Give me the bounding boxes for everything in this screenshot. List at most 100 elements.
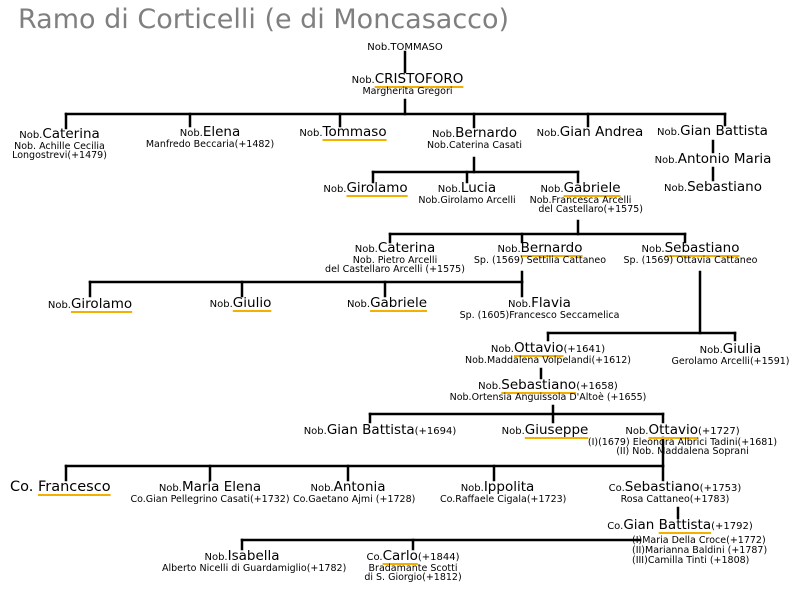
- person-giulio: Nob.Giulio: [193, 296, 288, 311]
- person-gian-battista-2: Nob.Gian Battista(+1694): [290, 423, 470, 438]
- person-gabriele-1: Nob.Gabriele Nob.Francesca Arcelli del C…: [518, 181, 643, 215]
- prefix: Nob.: [367, 42, 391, 53]
- name: Sebastiano: [624, 479, 700, 495]
- spouse: Gerolamo Arcelli(+1591): [671, 355, 790, 367]
- spouse-line-2: di S. Giorgio(+1812): [364, 572, 462, 584]
- spouse-line-2: Longostrevi(+1479): [12, 150, 107, 162]
- prefix: Nob.: [158, 483, 182, 494]
- spouse-line-1: (I)(1679) Eleonora Albrici Tadini(+1681): [587, 436, 778, 448]
- spouse-line-1: Nob. Pietro Arcelli: [352, 254, 438, 266]
- name: Antonia: [333, 479, 386, 495]
- spouse: Nob.Caterina Casati: [427, 139, 522, 151]
- name: Isabella: [227, 548, 280, 564]
- person-isabella: Nob.Isabella Alberto Nicelli di Guardami…: [162, 548, 346, 573]
- name: Elena: [202, 124, 241, 140]
- prefix: Nob.: [351, 75, 375, 86]
- person-sebastiano-1: Nob.Sebastiano: [653, 180, 773, 195]
- person-flavia: Nob.Flavia Sp. (1605)Francesco Seccameli…: [452, 296, 627, 320]
- person-giulia: Nob.Giulia Gerolamo Arcelli(+1591): [668, 342, 793, 366]
- name: Sebastiano: [664, 240, 740, 256]
- prefix: Nob.: [497, 244, 521, 255]
- name: Ippolita: [483, 479, 535, 495]
- name: Girolamo: [346, 180, 408, 196]
- prefix: Nob.: [303, 426, 327, 437]
- years: (+1658): [576, 381, 618, 392]
- spouse-line-2: (II) Nob. Maddalena Soprani: [616, 446, 749, 458]
- name: TOMMASO: [390, 42, 443, 53]
- prefix: Nob.: [641, 244, 665, 255]
- spouse-line-1: Bradamante Scotti: [368, 562, 458, 574]
- spouses-gian-battista-3: (I)Maria Della Croce(+1772) (II)Marianna…: [632, 536, 792, 566]
- years: (+1694): [414, 426, 457, 437]
- person-antonio-maria: Nob.Antonio Maria: [643, 152, 783, 167]
- spouse: Sp. (1569) Ottavia Cattaneo: [623, 254, 758, 266]
- prefix: Nob.: [657, 127, 681, 138]
- name: Giulia: [722, 341, 762, 357]
- person-ippolita: Nob.Ippolita Co.Raffaele Cigala(+1723): [440, 479, 567, 505]
- prefix: Co.: [366, 552, 383, 563]
- prefix: Nob.: [204, 552, 228, 563]
- person-caterina-2: Nob.Caterina Nob. Pietro Arcelli del Cas…: [315, 241, 475, 275]
- person-gabriele-2: Nob.Gabriele: [332, 296, 442, 311]
- spouse-line-2: del Castellaro(+1575): [538, 204, 643, 216]
- person-antonia: Nob.Antonia Co.Gaetano Ajmi (+1728): [293, 479, 416, 505]
- person-girolamo-1: Nob.Girolamo: [313, 181, 418, 196]
- spouse: Sp. (1569) Settilia Cattaneo: [473, 254, 607, 266]
- name: Caterina: [377, 240, 436, 256]
- name: Carlo: [382, 548, 418, 564]
- person-gian-battista-1: Nob.Gian Battista: [650, 124, 775, 139]
- prefix: Nob.: [323, 184, 347, 195]
- person-gian-andrea: Nob.Gian Andrea: [530, 125, 650, 140]
- person-caterina-1: Nob.Caterina Nob. Achille Cecilia Longos…: [2, 127, 117, 161]
- prefix: Nob.: [508, 299, 532, 310]
- spouse-line-1: (I)Maria Della Croce(+1772): [632, 535, 766, 546]
- person-giuseppe: Nob.Giuseppe: [490, 423, 600, 438]
- person-bernardo-2: Nob.Bernardo Sp. (1569) Settilia Cattane…: [470, 241, 610, 265]
- years: (+1844): [417, 552, 460, 563]
- spouse: Nob.Maddalena Volpelandi(+1612): [464, 354, 631, 366]
- prefix: Nob.: [437, 184, 461, 195]
- spouse: Margherita Gregori: [362, 85, 453, 97]
- name: Gian Battista: [680, 123, 768, 139]
- prefix: Nob.: [179, 128, 203, 139]
- spouse: Co.Gaetano Ajmi (+1728): [293, 493, 416, 505]
- person-ottavio-2: Nob.Ottavio(+1727) (I)(1679) Eleonora Al…: [580, 423, 785, 457]
- name: Lucia: [460, 180, 497, 196]
- person-maria-elena: Nob.Maria Elena Co.Gian Pellegrino Casat…: [125, 480, 295, 504]
- prefix: Nob.: [354, 244, 378, 255]
- spouse: Co.Gian Pellegrino Casati(+1732): [130, 493, 290, 505]
- name: Francesco: [37, 479, 111, 495]
- prefix: Nob.: [299, 128, 323, 139]
- name: CRISTOFORO: [374, 71, 464, 87]
- prefix: Nob.: [501, 426, 525, 437]
- spouse-line-2: (II)Marianna Baldini (+1787): [632, 544, 768, 556]
- prefix: Nob.: [432, 129, 456, 140]
- name: Caterina: [42, 126, 100, 142]
- name: Sebastiano: [687, 179, 762, 195]
- prefix: Nob.: [536, 128, 560, 139]
- name: Flavia: [531, 295, 571, 311]
- prefix: Nob.: [19, 130, 43, 141]
- name: Gian Andrea: [559, 124, 644, 140]
- person-tommaso: Nob.Tommaso: [288, 125, 398, 140]
- prefix: Nob.: [654, 155, 678, 166]
- spouse: Nob.Ortensia Anguissola D'Altoè (+1655): [449, 391, 647, 403]
- spouse: Co.Raffaele Cigala(+1723): [440, 493, 567, 505]
- prefix: Nob.: [346, 299, 371, 310]
- spouse-line-3: (III)Camilla Tinti (+1808): [632, 554, 750, 566]
- name: Gabriele: [563, 180, 621, 196]
- person-girolamo-2: Nob.Girolamo: [30, 297, 150, 312]
- name: Sebastiano: [501, 377, 577, 393]
- person-sebastiano-4: Co.Sebastiano(+1753) Rosa Cattaneo(+1783…: [595, 480, 755, 504]
- name: Ottavio: [648, 422, 698, 438]
- person-tommaso-root: Nob.TOMMASO: [355, 39, 455, 54]
- prefix: Nob.: [663, 183, 688, 194]
- person-carlo: Co.Carlo(+1844) Bradamante Scotti di S. …: [358, 549, 468, 583]
- spouse: Nob.Girolamo Arcelli: [418, 194, 516, 206]
- name-second: Battista: [658, 517, 712, 533]
- spouse-line-1: Nob. Achille Cecilia: [14, 140, 105, 152]
- spouse-line-1: Nob.Francesca Arcelli: [529, 194, 632, 206]
- name: Maria Elena: [181, 479, 262, 495]
- years: (+1641): [563, 344, 606, 355]
- person-elena: Nob.Elena Manfredo Beccaria(+1482): [140, 125, 280, 149]
